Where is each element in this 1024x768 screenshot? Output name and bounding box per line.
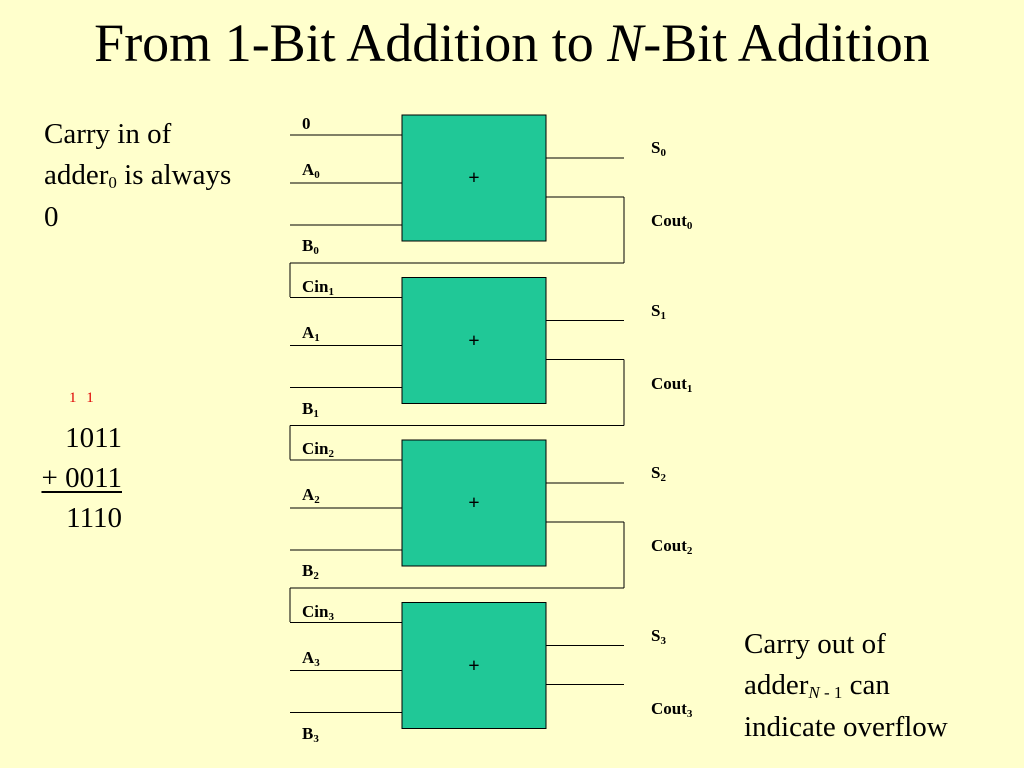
b-input-label-2-text: B	[302, 561, 314, 580]
carry-in-label-2-subscript: 2	[328, 448, 334, 460]
sum-label-1-subscript: 1	[660, 309, 666, 322]
carry-in-note-line3: 0	[44, 200, 59, 233]
carry-out-note-sub-rest: - 1	[819, 683, 843, 703]
carry-out-label-2-text: Cout	[651, 536, 687, 555]
carry-out-label-2: Cout2	[651, 536, 693, 557]
a-input-label-3-subscript: 3	[314, 656, 320, 669]
a-input-label-0-subscript: 0	[314, 169, 320, 181]
b-input-label-0: B0	[302, 236, 319, 257]
title-italic-n: N	[607, 13, 644, 73]
carry-in-note-adder-sub: 0	[108, 173, 117, 193]
carry-out-note-adder-sub: N - 1	[808, 683, 842, 702]
carry-in-label-1-subscript: 1	[328, 285, 334, 298]
a-input-label-0: A0	[302, 160, 320, 181]
carry-in-label-2: Cin2	[302, 439, 334, 460]
full-adder-0	[401, 114, 547, 242]
b-input-label-3-text: B	[302, 723, 314, 743]
title-suffix: -Bit Addition	[643, 13, 930, 73]
carry-in-label-2-text: Cin	[302, 439, 329, 458]
slide-title: From 1-Bit Addition to N-Bit Addition	[0, 13, 1024, 73]
carry-out-label-0: Cout0	[651, 211, 693, 232]
carry-out-label-1: Cout1	[651, 373, 693, 395]
carry-in-label-3-text: Cin	[302, 601, 329, 621]
carry-in-note-line2-rest: is always	[116, 159, 232, 192]
b-input-label-2-subscript: 2	[313, 570, 319, 582]
sum-label-3: S3	[651, 625, 666, 647]
carry-in-label-3: Cin3	[302, 601, 334, 623]
carry-in-note-line1: Carry in of	[44, 118, 172, 150]
b-input-label-1-text: B	[302, 398, 314, 418]
carry-out-note-line2-rest: can	[842, 669, 890, 702]
b-input-label-1-subscript: 1	[313, 407, 319, 420]
b-input-label-0-text: B	[302, 236, 314, 255]
a-input-label-1-subscript: 1	[314, 331, 320, 344]
carry-in-label-3-subscript: 3	[328, 610, 334, 623]
carry-out-label-1-text: Cout	[651, 373, 687, 393]
sum-label-3-text: S	[651, 625, 661, 645]
carry-out-label-3: Cout3	[651, 698, 693, 720]
sum-label-2-text: S	[651, 463, 661, 482]
carry-in-label-1-text: Cin	[302, 276, 329, 296]
sum-label-2-subscript: 2	[660, 472, 666, 484]
adder-plus-sign: +	[468, 492, 480, 514]
carry-out-note-line1: Carry out of	[744, 628, 886, 660]
b-input-label-3-subscript: 3	[313, 732, 319, 745]
carry-out-label-3-text: Cout	[651, 698, 687, 718]
carry-out-label-0-text: Cout	[651, 211, 687, 230]
carry-in-note: Carry in of adder0 is always 0	[44, 114, 279, 238]
full-adder-1	[401, 277, 547, 404]
carry-out-label-0-subscript: 0	[686, 220, 693, 232]
carry-out-label-3-subscript: 3	[686, 707, 693, 720]
b-input-label-0-subscript: 0	[313, 245, 319, 257]
carry-out-note: Carry out of adderN - 1 can indicate ove…	[744, 624, 1014, 748]
a-input-label-2: A2	[302, 485, 320, 506]
a-input-label-3-text: A	[302, 647, 315, 667]
adder-plus-sign: +	[468, 654, 480, 677]
a-input-label-2-subscript: 2	[314, 494, 320, 506]
carry-in-note-adder: adder	[44, 159, 109, 192]
sum-label-3-subscript: 3	[660, 634, 666, 647]
b-input-label-2: B2	[302, 561, 319, 582]
sum-label-0-subscript: 0	[660, 147, 666, 159]
a-input-label-1: A1	[302, 322, 320, 344]
sum-label-0-text: S	[651, 138, 661, 157]
b-input-label-1: B1	[302, 398, 319, 420]
full-adder-3	[401, 602, 547, 729]
title-prefix: From 1-Bit Addition to	[94, 13, 608, 73]
full-adder-2	[401, 439, 547, 567]
carry-in-label-1: Cin1	[302, 276, 334, 298]
sum-label-0: S0	[651, 138, 666, 159]
a-input-label-0-text: A	[302, 160, 315, 179]
carry-out-label-1-subscript: 1	[686, 382, 693, 395]
a-input-label-1-text: A	[302, 322, 315, 342]
operand-2: + 0011	[41, 462, 122, 494]
carry-out-note-line3: indicate overflow	[744, 710, 948, 743]
adder-plus-sign: +	[468, 167, 480, 189]
carry-out-label-2-subscript: 2	[686, 545, 693, 557]
b-input-label-3: B3	[302, 723, 319, 745]
sum-result: 1110	[66, 502, 122, 534]
sum-label-2: S2	[651, 463, 666, 484]
a-input-label-3: A3	[302, 647, 320, 669]
sum-label-1-text: S	[651, 300, 661, 320]
carry-out-note-adder: adder	[744, 669, 809, 702]
operand-1: 1011	[65, 422, 122, 454]
adder-plus-sign: +	[468, 329, 480, 352]
a-input-label-2-text: A	[302, 485, 315, 504]
sum-label-1: S1	[651, 300, 666, 322]
carry-in-label-0: 0	[302, 115, 311, 132]
carry-in-label-0-text: 0	[302, 114, 311, 133]
carry-digits: 1 1	[69, 390, 94, 406]
carry-out-note-sub-n: N	[808, 683, 820, 703]
